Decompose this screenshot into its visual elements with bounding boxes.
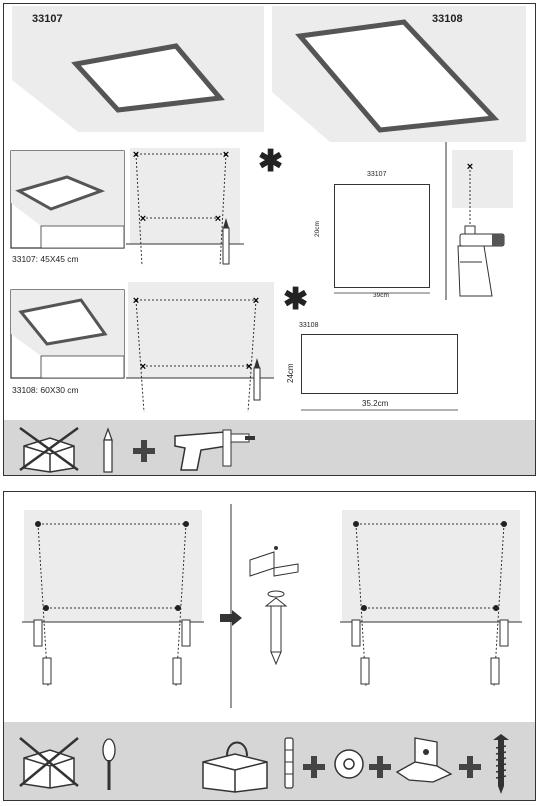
svg-text:×: × bbox=[467, 161, 473, 173]
template-33107-width-line bbox=[334, 292, 430, 294]
vertical-divider bbox=[445, 142, 447, 300]
top-tools-strip bbox=[4, 420, 535, 475]
size-label-33108: 33108: 60X30 cm bbox=[12, 385, 79, 395]
panel-divider-line bbox=[230, 504, 232, 708]
wall-plug-icon bbox=[284, 737, 294, 789]
mounted-frame-right bbox=[340, 510, 522, 687]
product-code-33107: 33107 bbox=[32, 13, 63, 25]
template-33107-code: 33107 bbox=[367, 171, 387, 178]
template-33107-sheet bbox=[334, 184, 430, 288]
small-panel-60x30 bbox=[10, 289, 125, 379]
drill-wall-illustration: × bbox=[452, 150, 513, 297]
pencil-icon bbox=[103, 427, 113, 473]
panel-33108-illustration bbox=[272, 6, 526, 142]
template-33108-code: 33108 bbox=[299, 322, 319, 329]
product-code-33108: 33108 bbox=[432, 13, 463, 25]
template-33108-sheet bbox=[301, 334, 458, 394]
drill-icon bbox=[174, 429, 255, 471]
svg-text:×: × bbox=[253, 295, 259, 307]
drill-points-33108: × × × × bbox=[126, 282, 274, 413]
svg-text:×: × bbox=[223, 149, 229, 161]
no-box-icon bbox=[19, 426, 79, 473]
svg-text:×: × bbox=[133, 149, 139, 161]
panel-33107-illustration bbox=[12, 6, 264, 132]
bracket-icon bbox=[395, 737, 453, 783]
svg-text:×: × bbox=[215, 213, 221, 225]
bracket-screw-assembly bbox=[249, 546, 299, 666]
arrow-right-icon bbox=[220, 610, 242, 626]
template-33108-width: 35.2cm bbox=[362, 399, 389, 408]
small-panel-45x45 bbox=[10, 150, 125, 249]
template-33108-height: 24cm bbox=[286, 363, 295, 383]
svg-text:×: × bbox=[133, 295, 139, 307]
asterisk-33107: ✱ bbox=[258, 145, 284, 178]
template-33107-height: 20cm bbox=[314, 221, 321, 237]
svg-text:×: × bbox=[140, 213, 146, 225]
plus-icon bbox=[133, 440, 155, 462]
svg-text:×: × bbox=[246, 361, 252, 373]
no-box-icon-bottom bbox=[19, 737, 79, 789]
plus-icon-3 bbox=[459, 756, 481, 778]
plus-icon-2 bbox=[369, 756, 391, 778]
mounted-frame-left bbox=[22, 510, 204, 687]
template-33107-width: 39cm bbox=[373, 292, 389, 299]
screwdriver-icon bbox=[102, 738, 116, 790]
bottom-parts-strip bbox=[4, 722, 535, 800]
washer-icon bbox=[334, 749, 364, 779]
svg-text:×: × bbox=[140, 361, 146, 373]
template-33108-width-line bbox=[301, 409, 458, 411]
screw-icon bbox=[493, 734, 509, 794]
box-icon bbox=[202, 741, 268, 793]
drill-points-33107: × × × × bbox=[126, 148, 244, 267]
plus-icon-1 bbox=[303, 756, 325, 778]
asterisk-33108: ✱ bbox=[283, 283, 309, 316]
size-label-33107: 33107: 45X45 cm bbox=[12, 254, 79, 264]
